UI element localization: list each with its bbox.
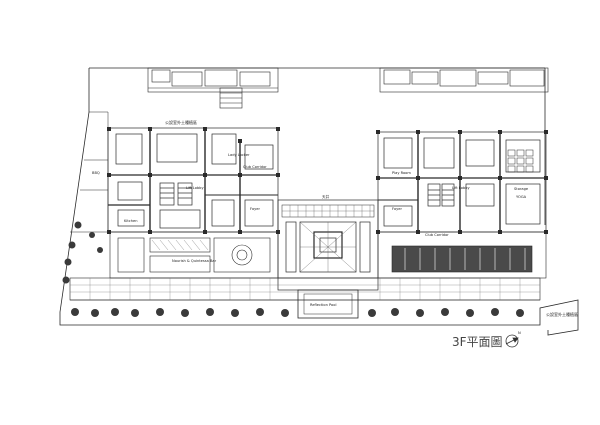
left-wing-columns <box>107 127 280 234</box>
right-wing-columns <box>376 130 548 234</box>
lift-lobby-label-right: Lift Lobby <box>452 186 470 190</box>
courtyard-label: 天井 <box>322 194 330 199</box>
north-arrow-icon <box>505 334 519 348</box>
floor-title: 3F平面圖 <box>452 335 503 349</box>
top-right-stub <box>379 67 549 93</box>
foyer-label-right: Foyer <box>392 207 402 211</box>
courtyard-pattern <box>299 221 357 273</box>
north-label: N <box>518 331 521 335</box>
left-garden <box>70 111 109 233</box>
left-terrace-hatch <box>151 239 209 251</box>
yoga-label: YOGA <box>516 195 527 199</box>
left-wing <box>107 127 279 233</box>
right-wing <box>377 131 547 233</box>
public-area-label-right: 公設室外土種植區 <box>546 311 578 317</box>
play-room-label: Play Room <box>392 171 411 175</box>
nourish-bar-label: Nourish & Quintessa Bar <box>172 259 217 263</box>
foyer-label-left: Foyer <box>250 207 260 211</box>
lower-paving-band <box>69 277 541 301</box>
club-corridor-label-right: Club Corridor <box>425 233 449 237</box>
right-terrace-band-marks <box>404 248 526 270</box>
bbq-label: BBQ <box>92 171 100 175</box>
club-corridor-label-left: Club Corridor <box>243 165 267 169</box>
side-trees <box>62 221 103 284</box>
top-left-stub <box>147 67 279 109</box>
yoga-room-grid <box>507 149 534 173</box>
storage-label: Storage <box>514 187 529 191</box>
lower-paving-grid <box>70 278 540 300</box>
lift-lobby-label-left: Lift Lobby <box>186 186 204 190</box>
public-area-label-left: 公設室外土種植區 <box>165 119 197 125</box>
reflection-pool-label: Reflection Pool <box>310 303 336 307</box>
right-terrace <box>377 231 547 279</box>
kitchen-label: Kitchen <box>124 219 138 223</box>
courtyard-paving <box>282 205 374 217</box>
tree-row <box>71 308 524 317</box>
left-terrace <box>109 231 279 279</box>
lady-locker-label: Lady Locker <box>228 153 250 157</box>
reflection-pool <box>297 289 359 319</box>
